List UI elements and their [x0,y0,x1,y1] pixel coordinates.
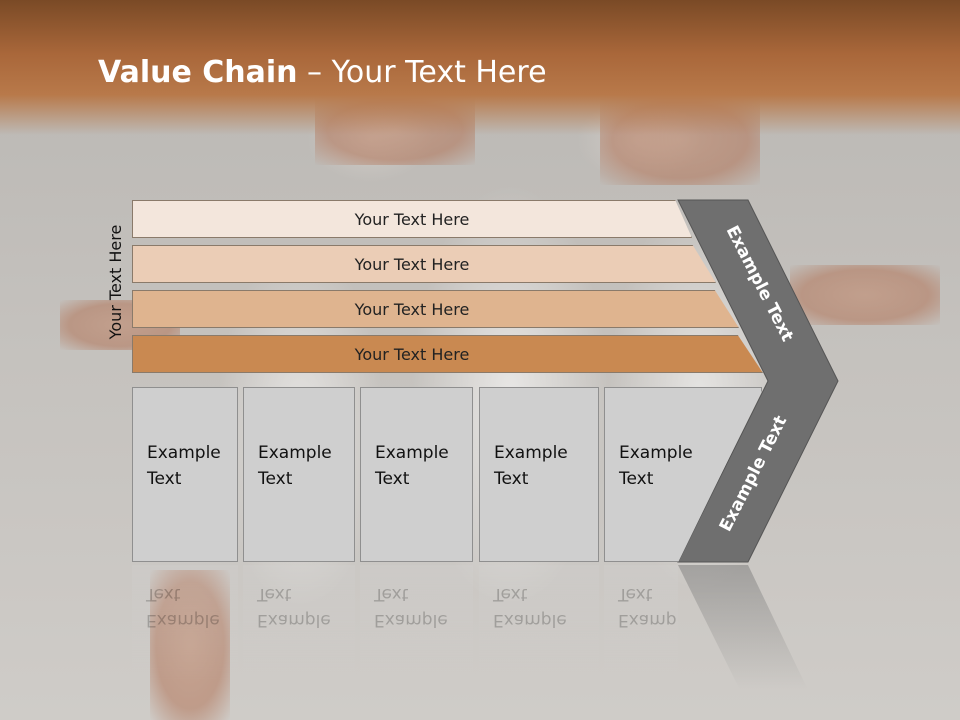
bar-3: Your Text Here [132,290,739,328]
title-bold: Value Chain [98,55,298,90]
box-line1: Example [494,443,568,463]
box-line2: Text [619,469,654,489]
arm-right [790,265,940,325]
box-line1: Example [147,443,221,463]
header-band [0,0,960,135]
box-line1: Example [619,443,693,463]
box-line2: Text [258,469,293,489]
slide-title: Value Chain – Your Text Here [98,55,547,90]
box-line2: Text [147,469,182,489]
box-line1: Example [375,443,449,463]
bar-4: Your Text Here [132,335,763,373]
chevron-reflection [678,565,808,690]
title-rest: – Your Text Here [297,55,547,90]
bar-1: Your Text Here [132,200,692,238]
leg-left [150,570,230,720]
bar-label: Your Text Here [354,254,470,274]
bar-label: Your Text Here [354,344,470,364]
bar-label: Your Text Here [354,299,470,319]
bar-2: Your Text Here [132,245,716,283]
box-line1: Example [258,443,332,463]
bar-label: Your Text Here [354,209,470,229]
box-line2: Text [494,469,529,489]
chevron-shape [677,199,839,563]
box-line2: Text [375,469,410,489]
